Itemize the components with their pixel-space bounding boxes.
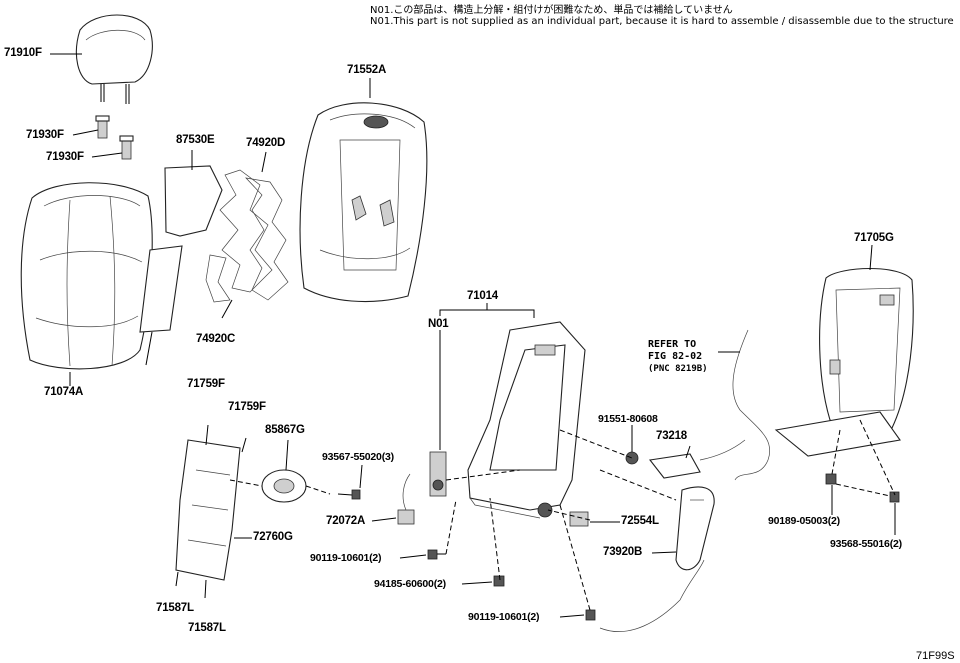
part-label-71074A[interactable]: 71074A (44, 386, 84, 398)
connector-72554L-drawing (569, 511, 589, 527)
seatback-wire-drawing (205, 169, 289, 303)
part-label-74920D[interactable]: 74920D (246, 137, 286, 149)
part-label-71014[interactable]: 71014 (467, 290, 498, 302)
bolt-93568-drawing (889, 491, 900, 503)
part-label-90119-10601-b[interactable]: 90119-10601(2) (468, 611, 540, 623)
part-label-N01[interactable]: N01 (428, 318, 449, 330)
note-jp: N01.この部品は、構造上分解・組付けが困難なため、単品では補給していません (370, 5, 733, 16)
bolt-90189-drawing (825, 473, 837, 485)
bolt-90119-a-drawing (427, 549, 446, 560)
sensor-72072A-drawing (397, 473, 415, 525)
lumbar-support-drawing (175, 424, 247, 599)
part-label-90189-05003[interactable]: 90189-05003(2) (768, 515, 840, 527)
headrest-drawing (75, 14, 153, 104)
part-label-73218[interactable]: 73218 (656, 430, 687, 442)
refer-line-1: REFER TO (648, 339, 697, 350)
part-label-93568-55016[interactable]: 93568-55016(2) (830, 538, 902, 550)
assembly-lines (445, 419, 896, 611)
seatback-cover-drawing (20, 182, 153, 370)
refer-note[interactable]: REFER TO FIG 82-02 (PNC 8219B) (648, 339, 708, 375)
part-label-72072A[interactable]: 72072A (326, 515, 366, 527)
side-cover-drawing (675, 486, 715, 571)
part-label-71705G[interactable]: 71705G (854, 232, 894, 244)
refer-line-2: FIG 82-02 (648, 351, 703, 362)
part-label-90119-10601-a[interactable]: 90119-10601(2) (310, 552, 382, 564)
part-label-93567-55020[interactable]: 93567-55020(3) (322, 451, 394, 463)
back-pad-drawing (299, 102, 428, 303)
part-label-71759F-b[interactable]: 71759F (228, 401, 266, 413)
refer-line-3: (PNC 8219B) (648, 364, 708, 374)
part-label-74920C[interactable]: 74920C (196, 333, 236, 345)
part-label-85867G[interactable]: 85867G (265, 424, 305, 436)
part-label-73920B[interactable]: 73920B (603, 546, 643, 558)
harness-73218-drawing (648, 439, 746, 479)
part-label-71910F[interactable]: 71910F (4, 47, 42, 59)
part-label-71587L-a[interactable]: 71587L (156, 602, 194, 614)
bolt-90119-b-drawing (585, 609, 596, 621)
part-label-71930F-a[interactable]: 71930F (26, 129, 64, 141)
part-label-87530E[interactable]: 87530E (176, 134, 215, 146)
seat-pad-drawing (139, 165, 223, 366)
lower-wire-drawing (599, 559, 705, 632)
back-board-drawing (774, 267, 914, 457)
note-en: N01.This part is not supplied as an indi… (370, 16, 954, 27)
seatback-frame-drawing (467, 321, 586, 519)
part-label-91551-80608[interactable]: 91551-80608 (598, 413, 658, 425)
clip-94185-drawing (493, 575, 505, 587)
figure-code: 71F99S (916, 650, 955, 662)
part-label-71930F-b[interactable]: 71930F (46, 151, 84, 163)
recliner-drawing (429, 451, 447, 497)
part-label-94185-60600[interactable]: 94185-60600(2) (374, 578, 446, 590)
bolt-91551-drawing (625, 451, 639, 465)
part-label-72760G[interactable]: 72760G (253, 531, 293, 543)
wire-harness-drawing (732, 329, 770, 481)
part-label-71587L-b[interactable]: 71587L (188, 622, 226, 634)
part-label-71552A[interactable]: 71552A (347, 64, 387, 76)
part-label-71759F-a[interactable]: 71759F (187, 378, 225, 390)
headrest-support-drawing (95, 115, 134, 160)
part-label-72554L[interactable]: 72554L (621, 515, 659, 527)
lumbar-motor-drawing (229, 469, 331, 503)
bolt-93567-drawing (337, 489, 361, 500)
